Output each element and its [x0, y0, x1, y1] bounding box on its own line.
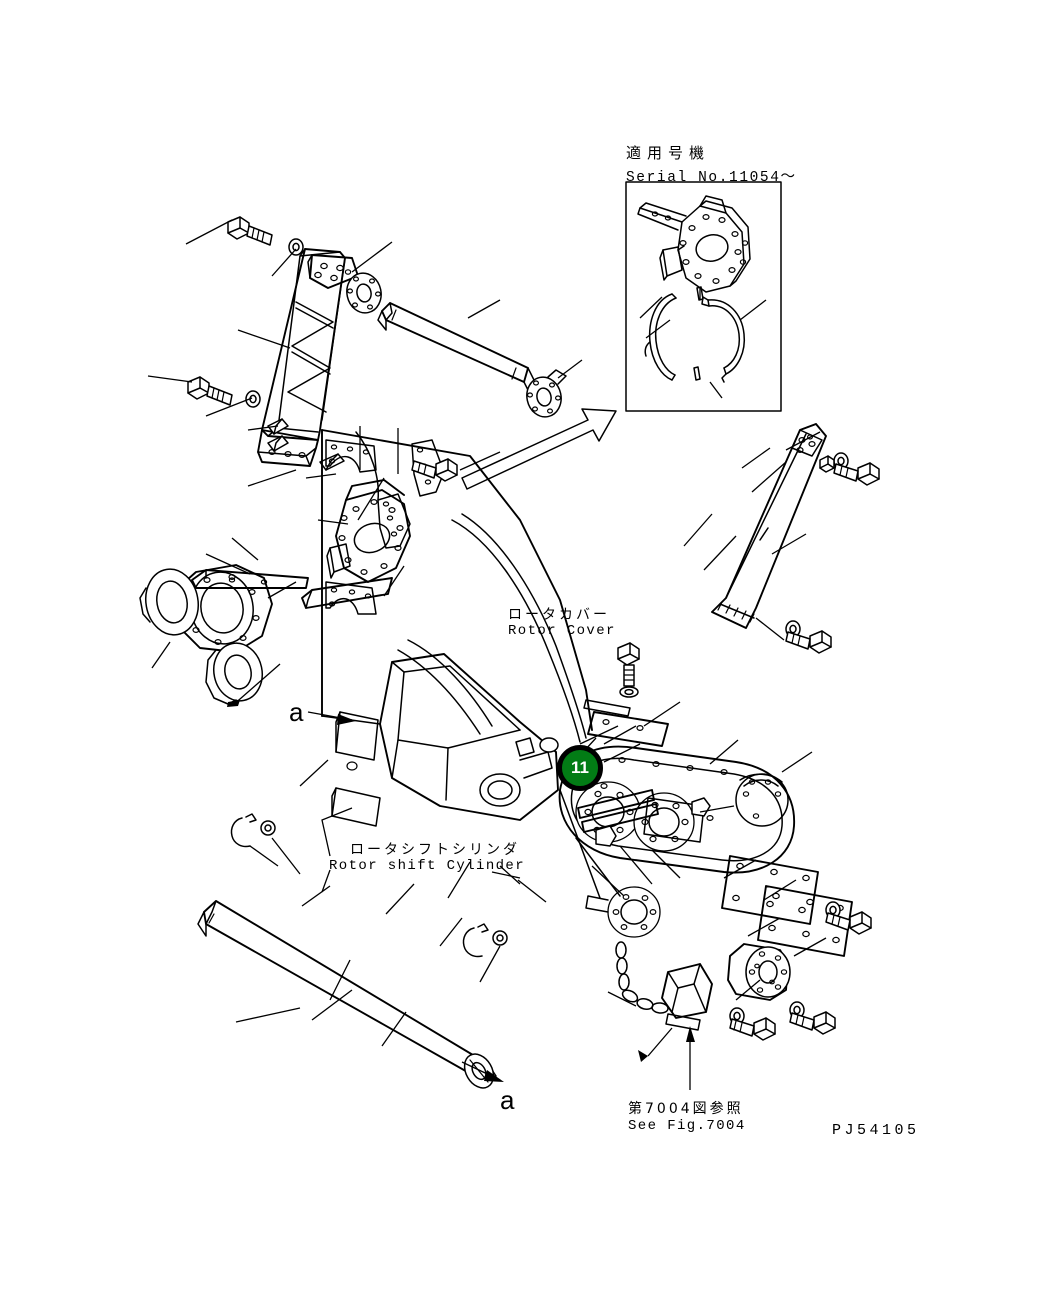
- pin-lower-center: [319, 453, 345, 471]
- inset-curved-shoe-right: [701, 296, 746, 383]
- see-fig-leader: [686, 1026, 695, 1090]
- rotor-shift-cylinder-body: [197, 900, 497, 1089]
- washer-vertical-center: [619, 686, 639, 698]
- bolt-center-plate: [411, 458, 458, 482]
- chain-anchor-bracket: [661, 963, 713, 1031]
- section-arrow-upper: [307, 711, 356, 725]
- bolt-upper-left-1: [227, 216, 273, 246]
- label-see-fig-en: See Fig.7004: [628, 1118, 746, 1134]
- snap-ring-upper: [230, 813, 276, 848]
- section-mark-a-lower: a: [500, 1085, 515, 1115]
- section-mark-a-upper: a: [289, 697, 304, 727]
- fitting-right: [691, 797, 711, 817]
- label-rotor-shift-cylinder-jp: ロータシフトシリンダ: [350, 842, 520, 858]
- rotor-cover-panel: [321, 429, 593, 743]
- inset-flange-plate: [637, 195, 751, 293]
- label-rotor-cover-en: Rotor Cover: [508, 623, 616, 639]
- bolt-right-3: [825, 911, 872, 935]
- pin-upper-2: [267, 435, 289, 452]
- callout-11-number: 11: [571, 758, 589, 777]
- label-rotor-cover-jp: ロータカバー: [508, 607, 610, 623]
- snap-ring-lower: [462, 923, 508, 958]
- label-see-fig-jp: 第7004図参照: [628, 1101, 744, 1117]
- chain-links: [615, 941, 669, 1014]
- fastener-group-upper-left: [187, 216, 345, 471]
- cylinder-rod-end: [463, 1053, 495, 1089]
- inset-title-jp: 適用号機: [626, 144, 711, 162]
- fastener-group-right: [583, 452, 880, 1041]
- nut-right-1: [819, 455, 835, 473]
- washer-upper-left-2: [245, 390, 261, 408]
- flanged-hub-upper-left: [346, 272, 382, 314]
- bolt-right-2: [785, 630, 832, 654]
- drawing-number: PJ54105: [832, 1122, 920, 1139]
- cover-plate-a: [721, 855, 819, 925]
- upper-shaft-tube: [377, 302, 537, 391]
- flanged-hub-upper-right: [526, 369, 567, 418]
- leader-arrowheads: [638, 1050, 648, 1062]
- bolt-right-5: [729, 1017, 776, 1041]
- bolt-right-4: [789, 1011, 836, 1035]
- detail-pointer-arrow: [461, 408, 617, 490]
- chain-drive-case: [558, 745, 795, 938]
- hydraulic-motor: [727, 943, 791, 1001]
- label-rotor-shift-cylinder-en: Rotor shift Cylinder: [329, 858, 526, 874]
- center-flange-plate: [326, 479, 411, 583]
- callout-11[interactable]: 11: [557, 745, 603, 791]
- inset-detail-box: [625, 181, 782, 412]
- bolt-upper-left-2: [187, 376, 233, 406]
- section-arrow-lower: [461, 1061, 504, 1082]
- right-plate-bracket: [711, 423, 827, 629]
- inset-title-en: Serial No.11054～: [626, 170, 797, 186]
- washer-upper-left-1: [288, 238, 304, 256]
- leader-lines: [147, 219, 827, 1057]
- cap-plug-near-case: [595, 825, 617, 847]
- rotor-cover-gasket-plates: [325, 439, 445, 615]
- main-frame-body: [331, 653, 559, 827]
- inset-curved-shoe-left: [644, 293, 677, 381]
- bolt-right-1: [833, 462, 880, 486]
- bolt-vertical-center: [617, 642, 640, 687]
- rotor-shift-cylinder-leader: [321, 807, 521, 893]
